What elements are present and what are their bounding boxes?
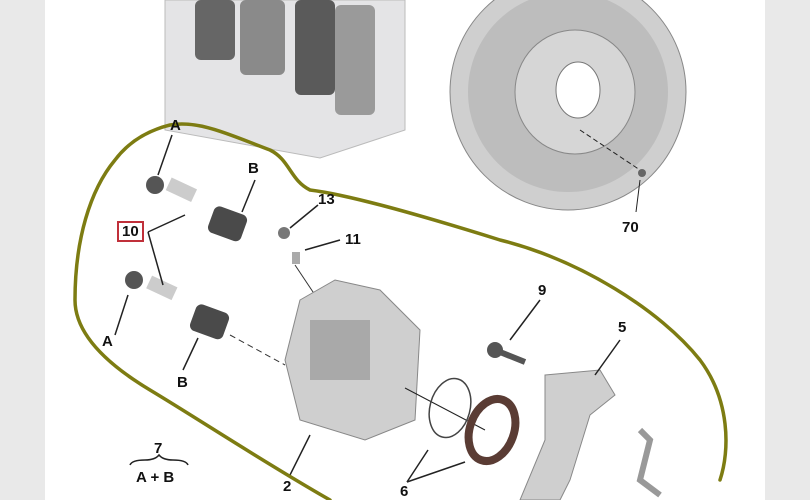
label-kit-formula: A + B	[136, 469, 175, 486]
guide-pin-kit-illustration	[125, 176, 316, 366]
label-part-11: 11	[345, 231, 361, 248]
label-part-5: 5	[618, 319, 627, 336]
kit-brace-icon	[129, 453, 189, 466]
label-b-top: B	[248, 160, 259, 177]
label-part-9: 9	[538, 282, 547, 299]
brake-disc-illustration	[449, 0, 687, 213]
label-part-13: 13	[318, 191, 335, 208]
brake-caliper-illustration	[284, 279, 486, 441]
label-a-top: A	[170, 117, 181, 134]
leader-lines	[114, 134, 621, 483]
label-part-2: 2	[283, 478, 292, 495]
label-b-bottom: B	[177, 374, 188, 391]
label-part-10: 10	[117, 221, 144, 242]
label-part-6: 6	[400, 483, 409, 500]
brake-pads-illustration	[164, 0, 406, 159]
hand-drawn-highlight-outline	[73, 122, 728, 500]
label-kit-number: 7	[154, 440, 163, 457]
label-a-bottom: A	[102, 333, 113, 350]
label-part-70: 70	[622, 219, 639, 236]
carrier-knuckle-illustration	[487, 342, 662, 500]
seals-illustration	[428, 377, 520, 465]
